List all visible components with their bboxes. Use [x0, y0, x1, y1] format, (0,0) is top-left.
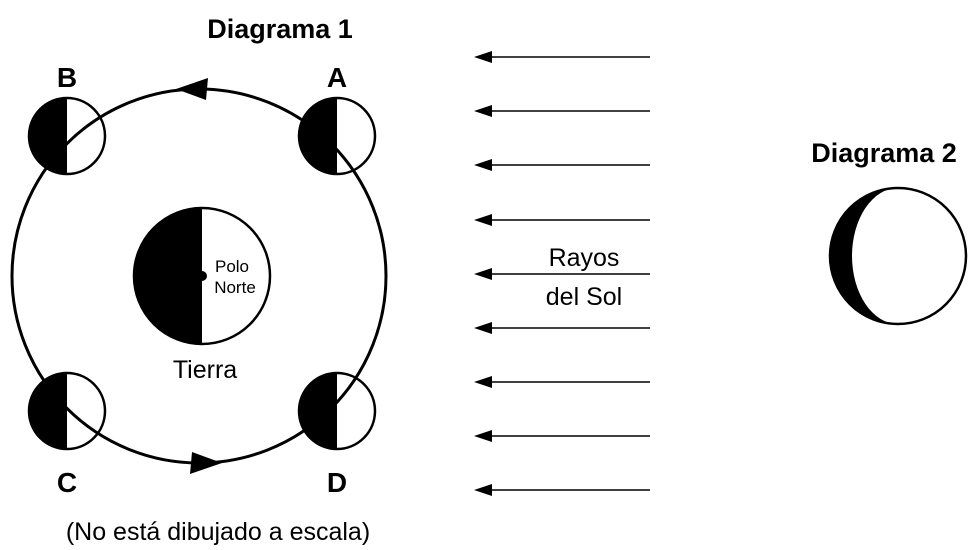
scale-note: (No está dibujado a escala)	[66, 518, 370, 546]
diagram1-title: Diagrama 1	[207, 14, 353, 44]
orbit-arrow-bottom	[190, 452, 222, 474]
earth-pole-label-line1: Polo	[215, 257, 249, 276]
north-pole-dot	[197, 271, 207, 281]
moon-a	[297, 96, 377, 176]
crescent-moon	[828, 186, 968, 326]
sun-ray	[474, 268, 650, 280]
moon-b-label: B	[57, 62, 77, 93]
sun-ray	[474, 105, 650, 117]
moon-a-label: A	[327, 62, 347, 93]
sun-ray	[474, 484, 650, 496]
sun-ray	[474, 159, 650, 171]
sun-ray	[474, 51, 650, 63]
sun-rays-label-line1: Rayos	[549, 244, 620, 272]
sun-rays	[474, 51, 650, 496]
sun-ray	[474, 322, 650, 334]
earth-pole-label-line2: Norte	[214, 278, 256, 297]
sun-ray	[474, 430, 650, 442]
moon-d	[297, 371, 377, 451]
moon-c-label: C	[57, 467, 77, 498]
diagram2-title: Diagrama 2	[811, 138, 957, 168]
earth-label: Tierra	[173, 356, 237, 384]
moon-b	[27, 96, 107, 176]
moon-d-label: D	[327, 467, 347, 498]
sun-rays-label-line2: del Sol	[546, 283, 622, 311]
earth	[132, 206, 272, 346]
moon-c	[27, 371, 107, 451]
sun-ray	[474, 214, 650, 226]
orbit-arrow-top	[176, 78, 208, 100]
sun-ray	[474, 376, 650, 388]
